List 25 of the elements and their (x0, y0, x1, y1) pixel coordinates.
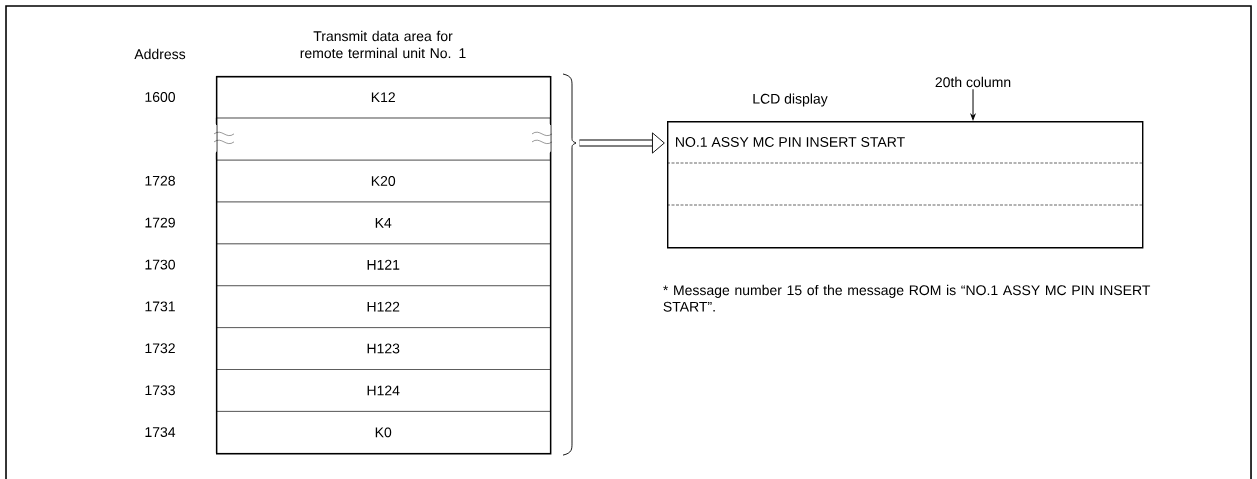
table-cell: H124 (216, 369, 551, 412)
address-label: 1600 (145, 92, 176, 102)
address-label: 1732 (145, 343, 175, 354)
lcd-display: NO.1 ASSY MC PIN INSERT START (666, 121, 1144, 249)
address-label: 1733 (145, 385, 175, 396)
table-cell: K12 (216, 76, 551, 119)
address-label: 1728 (145, 175, 175, 186)
table-cell: K4 (216, 201, 551, 244)
table-cell: K0 (216, 411, 551, 454)
display-title: LCD display (753, 93, 828, 107)
column-heading: Address (134, 48, 186, 60)
address-label: 1734 (145, 427, 176, 438)
arrow (970, 88, 976, 121)
table-cell: H123 (216, 327, 551, 370)
column-label: 20th column (935, 76, 1011, 88)
footnote: * Message number 15 of the message ROM is “NO.1 ASSY MC PIN INSERT START”. (663, 284, 1151, 312)
table-cell: H121 (216, 243, 551, 286)
table-title: Transmit data area for remote terminal unit No. 1 (300, 30, 466, 59)
address-label: 1731 (145, 301, 175, 312)
hollow-arrow (579, 132, 665, 154)
address-label: 1730 (145, 259, 176, 270)
table-cell: K20 (216, 159, 551, 203)
address-label: 1729 (145, 217, 175, 228)
table-cell: H122 (216, 285, 551, 328)
omitted-rows (213, 117, 553, 161)
